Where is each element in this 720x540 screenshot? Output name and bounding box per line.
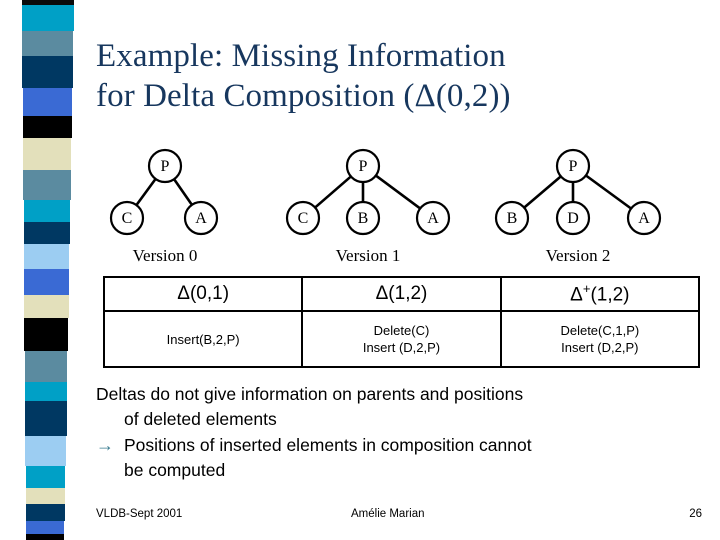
tree-caption-version-0: Version 0 — [132, 246, 198, 265]
delta-operation: Insert(B,2,P) — [166, 331, 240, 347]
tree-edge — [313, 174, 353, 210]
tree-node-P — [345, 148, 381, 184]
deco-stripe — [26, 534, 65, 540]
tree-node-A — [626, 200, 662, 236]
page-title-line-1: Example: Missing Information — [96, 38, 506, 74]
deco-stripe — [22, 5, 74, 31]
deco-stripe — [24, 269, 69, 295]
decorative-stripe-band — [0, 0, 74, 540]
tree-node-label: B — [358, 210, 369, 227]
deco-stripe — [24, 295, 69, 318]
delta-operations-cell: Delete(C,1,P) Insert (D,2,P) — [499, 310, 701, 368]
tree-version-2: P B D A — [494, 148, 662, 236]
delta-operation: Delete(C,1,P) — [560, 323, 640, 338]
deco-stripe — [25, 466, 66, 488]
page-title: Example: Missing Information for Delta C… — [96, 36, 696, 116]
tree-version-1: P C B A — [285, 148, 451, 236]
deco-stripe — [23, 244, 70, 269]
deco-stripe — [25, 401, 67, 436]
bullet-item: → Positions of inserted elements in compo… — [96, 433, 706, 483]
tree-node-label: C — [122, 210, 133, 227]
tree-node-C — [285, 200, 321, 236]
bullet-list: Deltas do not give information on parent… — [96, 382, 706, 484]
bullet-line-2: be computed — [124, 460, 226, 480]
deco-stripe — [23, 138, 72, 170]
tree-edge — [373, 173, 423, 211]
delta-operations-cell: Delete(C) Insert (D,2,P) — [301, 310, 502, 368]
tree-node-label: P — [359, 158, 368, 175]
deco-stripe — [24, 318, 69, 351]
slide-footer: VLDB-Sept 2001 Amélie Marian 26 — [96, 508, 702, 526]
delta-header-cell: Δ+(1,2) — [499, 276, 701, 312]
tree-node-A — [415, 200, 451, 236]
tree-node-label: P — [161, 158, 170, 175]
deco-stripe — [23, 200, 71, 222]
tree-edge — [583, 173, 634, 211]
tree-node-label: P — [569, 158, 578, 175]
delta-symbol: Δ(0,1) — [177, 283, 230, 304]
tree-edge — [172, 177, 194, 207]
delta-operation: Delete(C) — [373, 323, 430, 338]
deco-stripe — [22, 116, 72, 138]
tree-node-B — [345, 200, 381, 236]
tree-caption-version-2: Version 2 — [545, 246, 611, 265]
deco-stripe — [22, 0, 74, 5]
deco-stripe — [25, 436, 66, 466]
deco-stripe — [22, 31, 74, 56]
bullet-line-1: Positions of inserted elements in compos… — [124, 435, 532, 455]
delta-table: Δ(0,1)Δ(1,2)Δ+(1,2)Insert(B,2,P)Delete(C… — [102, 276, 701, 368]
page-title-line-2: for Delta Composition (Δ(0,2)) — [96, 78, 511, 114]
tree-node-A — [183, 200, 219, 236]
tree-node-P — [555, 148, 591, 184]
delta-args: (1,2) — [590, 284, 630, 306]
delta-superscript: + — [582, 281, 591, 297]
bullet-line-2: of deleted elements — [124, 409, 277, 429]
tree-edge — [134, 176, 158, 208]
footer-page-number: 26 — [689, 508, 702, 520]
tree-node-P — [147, 148, 183, 184]
deco-stripe — [25, 504, 65, 521]
deco-stripe — [22, 88, 73, 116]
deco-stripe — [24, 351, 68, 382]
tree-node-label: A — [195, 210, 207, 227]
deco-stripe — [23, 222, 70, 244]
delta-operation: Insert (D,2,P) — [561, 340, 639, 355]
bullet-line-1: Deltas do not give information on parent… — [96, 384, 524, 404]
delta-table-body: Δ(0,1)Δ(1,2)Δ+(1,2)Insert(B,2,P)Delete(C… — [102, 276, 701, 368]
tree-caption-version-1: Version 1 — [335, 246, 401, 265]
tree-node-C — [109, 200, 145, 236]
deco-stripe — [25, 488, 65, 504]
tree-node-label: D — [567, 210, 579, 227]
tree-node-label: A — [427, 210, 439, 227]
tree-node-label: C — [298, 210, 309, 227]
delta-header-cell: Δ(1,2) — [301, 276, 502, 312]
footer-conference: VLDB-Sept 2001 — [96, 508, 183, 520]
footer-author: Amélie Marian — [351, 508, 425, 520]
delta-symbol: Δ(1,2) — [375, 283, 428, 304]
deco-stripe — [25, 521, 65, 534]
delta-header-cell: Δ(0,1) — [102, 276, 304, 312]
arrow-icon: → — [96, 435, 114, 455]
tree-edge — [522, 174, 563, 210]
tree-version-0: P C A — [109, 148, 219, 236]
tree-node-label: A — [638, 210, 650, 227]
delta-operation: Insert (D,2,P) — [362, 340, 441, 355]
deco-stripe — [23, 170, 71, 200]
delta-symbol: Δ — [570, 284, 583, 306]
delta-operations-cell: Insert(B,2,P) — [102, 310, 304, 368]
deco-stripe — [22, 56, 73, 88]
delta-table-row: Insert(B,2,P)Delete(C)Insert (D,2,P)Dele… — [102, 310, 701, 368]
delta-table-header-row: Δ(0,1)Δ(1,2)Δ+(1,2) — [102, 276, 701, 312]
deco-stripe — [24, 382, 67, 401]
tree-node-D — [555, 200, 591, 236]
tree-node-B — [494, 200, 530, 236]
bullet-item: Deltas do not give information on parent… — [96, 382, 706, 432]
tree-node-label: B — [507, 210, 518, 227]
